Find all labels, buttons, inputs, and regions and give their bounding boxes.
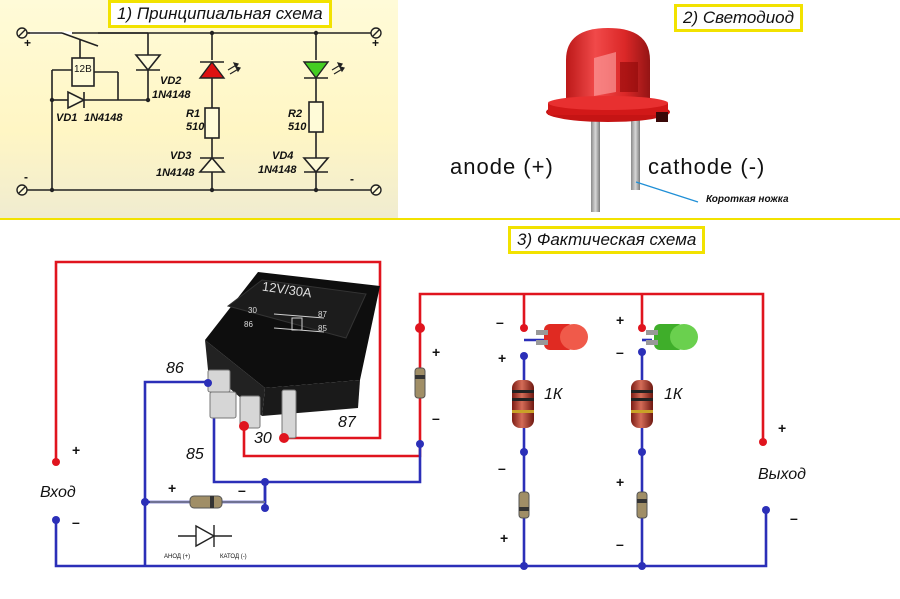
- resistor-right-label: 1К: [664, 386, 683, 403]
- cathode-label: cathode (-): [648, 154, 766, 179]
- diode-cathode-label: КАТОД (-): [220, 554, 247, 560]
- schematic-red-led: [198, 60, 226, 79]
- actual-diagram: [52, 260, 770, 570]
- relay-pin-86-mark: 86: [244, 320, 253, 329]
- vd4-label: VD4: [272, 150, 294, 162]
- diode-minus: –: [238, 482, 246, 498]
- output-minus: –: [790, 510, 798, 526]
- relay-coil-label: 12В: [74, 64, 92, 75]
- r2-label: R2: [288, 108, 303, 120]
- pin-86-label: 86: [166, 360, 184, 377]
- red-led: [536, 324, 588, 350]
- pin-87-label: 87: [338, 414, 356, 431]
- schematic-title: 1) Принципиальная схема: [108, 0, 332, 28]
- green-led-minus: –: [616, 344, 624, 360]
- pin-85-label: 85: [186, 446, 204, 463]
- led-illustration: [546, 28, 699, 212]
- relay-body: [205, 272, 380, 416]
- r1-label: R1: [186, 108, 201, 120]
- r2-value: 510: [288, 121, 307, 133]
- schematic-minus-right: -: [350, 172, 354, 186]
- diode-anode-label: АНОД (+): [164, 554, 191, 560]
- pin-30-label: 30: [254, 430, 272, 447]
- blue-wires: [54, 338, 768, 568]
- input-minus: –: [72, 514, 80, 530]
- diode-right-lower: [636, 491, 648, 519]
- schematic-plus-right: +: [372, 36, 380, 50]
- light-arrows: [227, 62, 345, 75]
- left-branch-plus: +: [498, 350, 507, 366]
- relay-diode: [150, 495, 265, 509]
- relay-pins: [207, 369, 297, 439]
- red-led-minus: –: [496, 314, 504, 330]
- r1-value: 510: [186, 121, 205, 133]
- red-wires: [54, 260, 765, 462]
- feed-diode: [414, 367, 426, 399]
- green-led: [646, 324, 698, 350]
- right-branch-plus: +: [616, 474, 625, 490]
- actual-panel: 3) Фактическая схема 12V/30A 30 87 86 85…: [0, 220, 900, 594]
- vd2-part: 1N4148: [152, 89, 191, 101]
- schematic-plus-left: +: [24, 36, 32, 50]
- input-plus: +: [72, 442, 81, 458]
- panel-separator: [0, 218, 900, 220]
- relay-pin-85-mark: 85: [318, 324, 327, 333]
- led-panel: anode (+) cathode (-) Короткая ножка 2) …: [398, 0, 900, 218]
- schematic-green-led: [302, 61, 330, 80]
- output-plus: +: [778, 420, 787, 436]
- relay-pin-87-mark: 87: [318, 310, 327, 319]
- vd3-label: VD3: [170, 150, 192, 162]
- vd3-part: 1N4148: [156, 167, 195, 179]
- schematic-minus-left: -: [24, 170, 28, 184]
- red-dots: [52, 323, 767, 466]
- resistor-right: [631, 380, 653, 428]
- input-label: Вход: [40, 484, 76, 501]
- schematic-diagram: [16, 27, 382, 196]
- resistor-left: [512, 380, 534, 428]
- output-label: Выход: [758, 466, 807, 483]
- terminals: [16, 27, 382, 196]
- left-branch-plus-lower: +: [500, 530, 509, 546]
- vd1-label: VD1: [56, 112, 78, 124]
- feed-plus: +: [432, 344, 441, 360]
- right-branch-minus: –: [616, 536, 624, 552]
- actual-title: 3) Фактическая схема: [508, 226, 706, 254]
- vd1-part: 1N4148: [84, 112, 123, 124]
- short-leg-pointer: [635, 181, 699, 203]
- anode-label: anode (+): [450, 154, 554, 179]
- vd4-part: 1N4148: [258, 164, 297, 176]
- diode-plus: +: [168, 480, 177, 496]
- green-led-plus: +: [616, 312, 625, 328]
- relay-pin-30-mark: 30: [248, 306, 257, 315]
- schematic-panel: + + - - 12В VD1 1N4148 VD2 1N4148 R1 510…: [0, 0, 398, 218]
- led-title: 2) Светодиод: [674, 4, 804, 32]
- diode-left-lower: [518, 491, 530, 519]
- blue-dots: [52, 348, 770, 570]
- feed-minus: –: [432, 410, 440, 426]
- left-branch-minus: –: [498, 460, 506, 476]
- diode-symbol: [178, 524, 232, 548]
- short-leg-label: Короткая ножка: [706, 194, 789, 205]
- vd2-label: VD2: [160, 75, 182, 87]
- resistor-left-label: 1К: [544, 386, 563, 403]
